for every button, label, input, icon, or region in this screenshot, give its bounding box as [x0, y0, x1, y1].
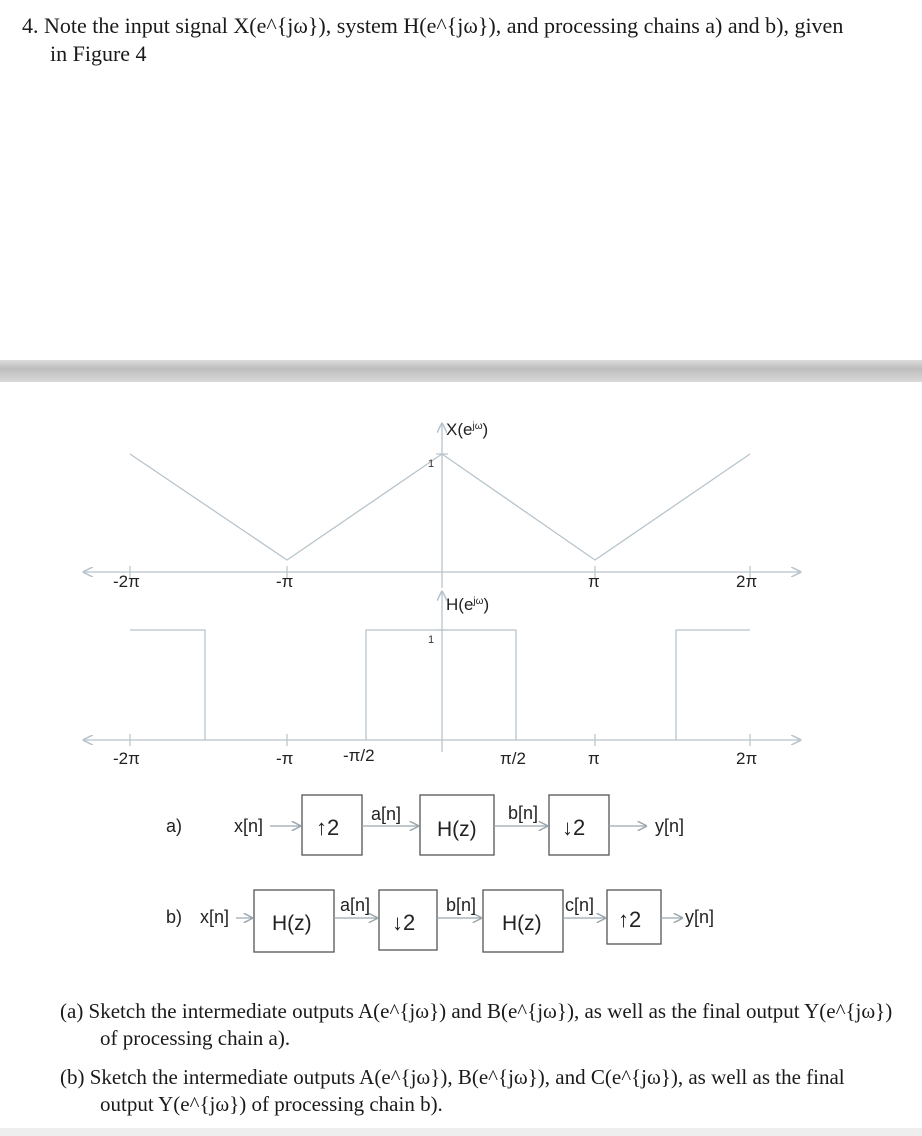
chain-a-filter-label: H(z) [437, 818, 477, 841]
x-tick-label-pi: π [588, 572, 600, 591]
h-tick-label-pi: π [588, 749, 600, 768]
part-a-text: (a) Sketch the intermediate outputs A(e^… [60, 999, 893, 1050]
chain-b: b) x[n] H(z) a[n] ↓2 b[n] H(z) c[n] ↑2 y… [166, 889, 714, 953]
chain-b-signal-c-label: c[n] [565, 895, 594, 915]
h-passband-center [365, 629, 517, 740]
x-peak-label: 1 [428, 458, 434, 470]
h-response-plot: 1 H(ejω) -2π -π -π/2 π/2 π 2π [84, 592, 800, 768]
chain-a-downsampler-label: ↓2 [562, 815, 585, 840]
h-tick-label-mpi2: -π/2 [343, 746, 375, 765]
chain-a-downsampler-block [548, 794, 610, 856]
chain-b-downsampler-block [378, 889, 438, 951]
x-tick-label-m2pi: -2π [113, 572, 140, 591]
chain-b-filter1-block [253, 889, 335, 953]
h-tick-label-pi2: π/2 [500, 749, 526, 768]
chain-b-filter2-block [482, 889, 564, 953]
chain-b-upsampler-label: ↑2 [618, 907, 641, 932]
figure-4: 1 X(ejω) -2π -π π 2π 1 H(ejω) -2π -π -π/… [0, 420, 922, 953]
h-passband-right [675, 629, 750, 740]
x-spectrum-curve [129, 453, 751, 561]
chain-b-label: b) [166, 907, 182, 927]
h-axis-title: H(ejω) [446, 595, 489, 614]
x-spectrum-plot: 1 X(ejω) -2π -π π 2π [84, 420, 800, 591]
bottom-strip [0, 1128, 922, 1136]
figure-divider [0, 360, 922, 382]
chain-a-output-label: y[n] [655, 816, 684, 836]
chain-b-filter2-label: H(z) [502, 912, 542, 935]
h-tick-label-m2pi: -2π [113, 749, 140, 768]
question-line-1: 4. Note the input signal X(e^{jω}), syst… [22, 13, 844, 38]
chain-a-upsampler-block [301, 794, 363, 856]
part-b-question: (b) Sketch the intermediate outputs A(e^… [60, 1064, 900, 1118]
chain-b-downsampler-label: ↓2 [392, 910, 415, 935]
h-tick-label-2pi: 2π [736, 749, 757, 768]
chain-b-output-label: y[n] [685, 907, 714, 927]
x-tick-label-mpi: -π [276, 572, 293, 591]
chain-b-signal-a-label: a[n] [340, 895, 370, 915]
chain-a-label: a) [166, 816, 182, 836]
h-level-label: 1 [428, 634, 434, 646]
chain-a: a) x[n] ↑2 a[n] H(z) b[n] ↓2 y[n] [166, 794, 684, 856]
part-b-text: (b) Sketch the intermediate outputs A(e^… [60, 1065, 845, 1116]
chain-b-upsampler-block [606, 889, 662, 945]
x-tick-label-2pi: 2π [736, 572, 757, 591]
chain-a-filter-block [419, 794, 495, 856]
chain-a-signal-b-label: b[n] [508, 803, 538, 823]
h-passband-left [130, 629, 206, 740]
h-tick-label-mpi: -π [276, 749, 293, 768]
chain-b-filter1-label: H(z) [272, 912, 312, 935]
chain-a-signal-a-label: a[n] [371, 804, 401, 824]
question-text: 4. Note the input signal X(e^{jω}), syst… [22, 12, 902, 68]
question-line-2: in Figure 4 [50, 41, 147, 66]
chain-b-signal-b-label: b[n] [446, 895, 476, 915]
chain-b-input-label: x[n] [200, 907, 229, 927]
part-a-question: (a) Sketch the intermediate outputs A(e^… [60, 998, 900, 1052]
chain-a-input-label: x[n] [234, 816, 263, 836]
chain-a-upsampler-label: ↑2 [316, 815, 339, 840]
x-axis-title: X(ejω) [446, 420, 488, 439]
